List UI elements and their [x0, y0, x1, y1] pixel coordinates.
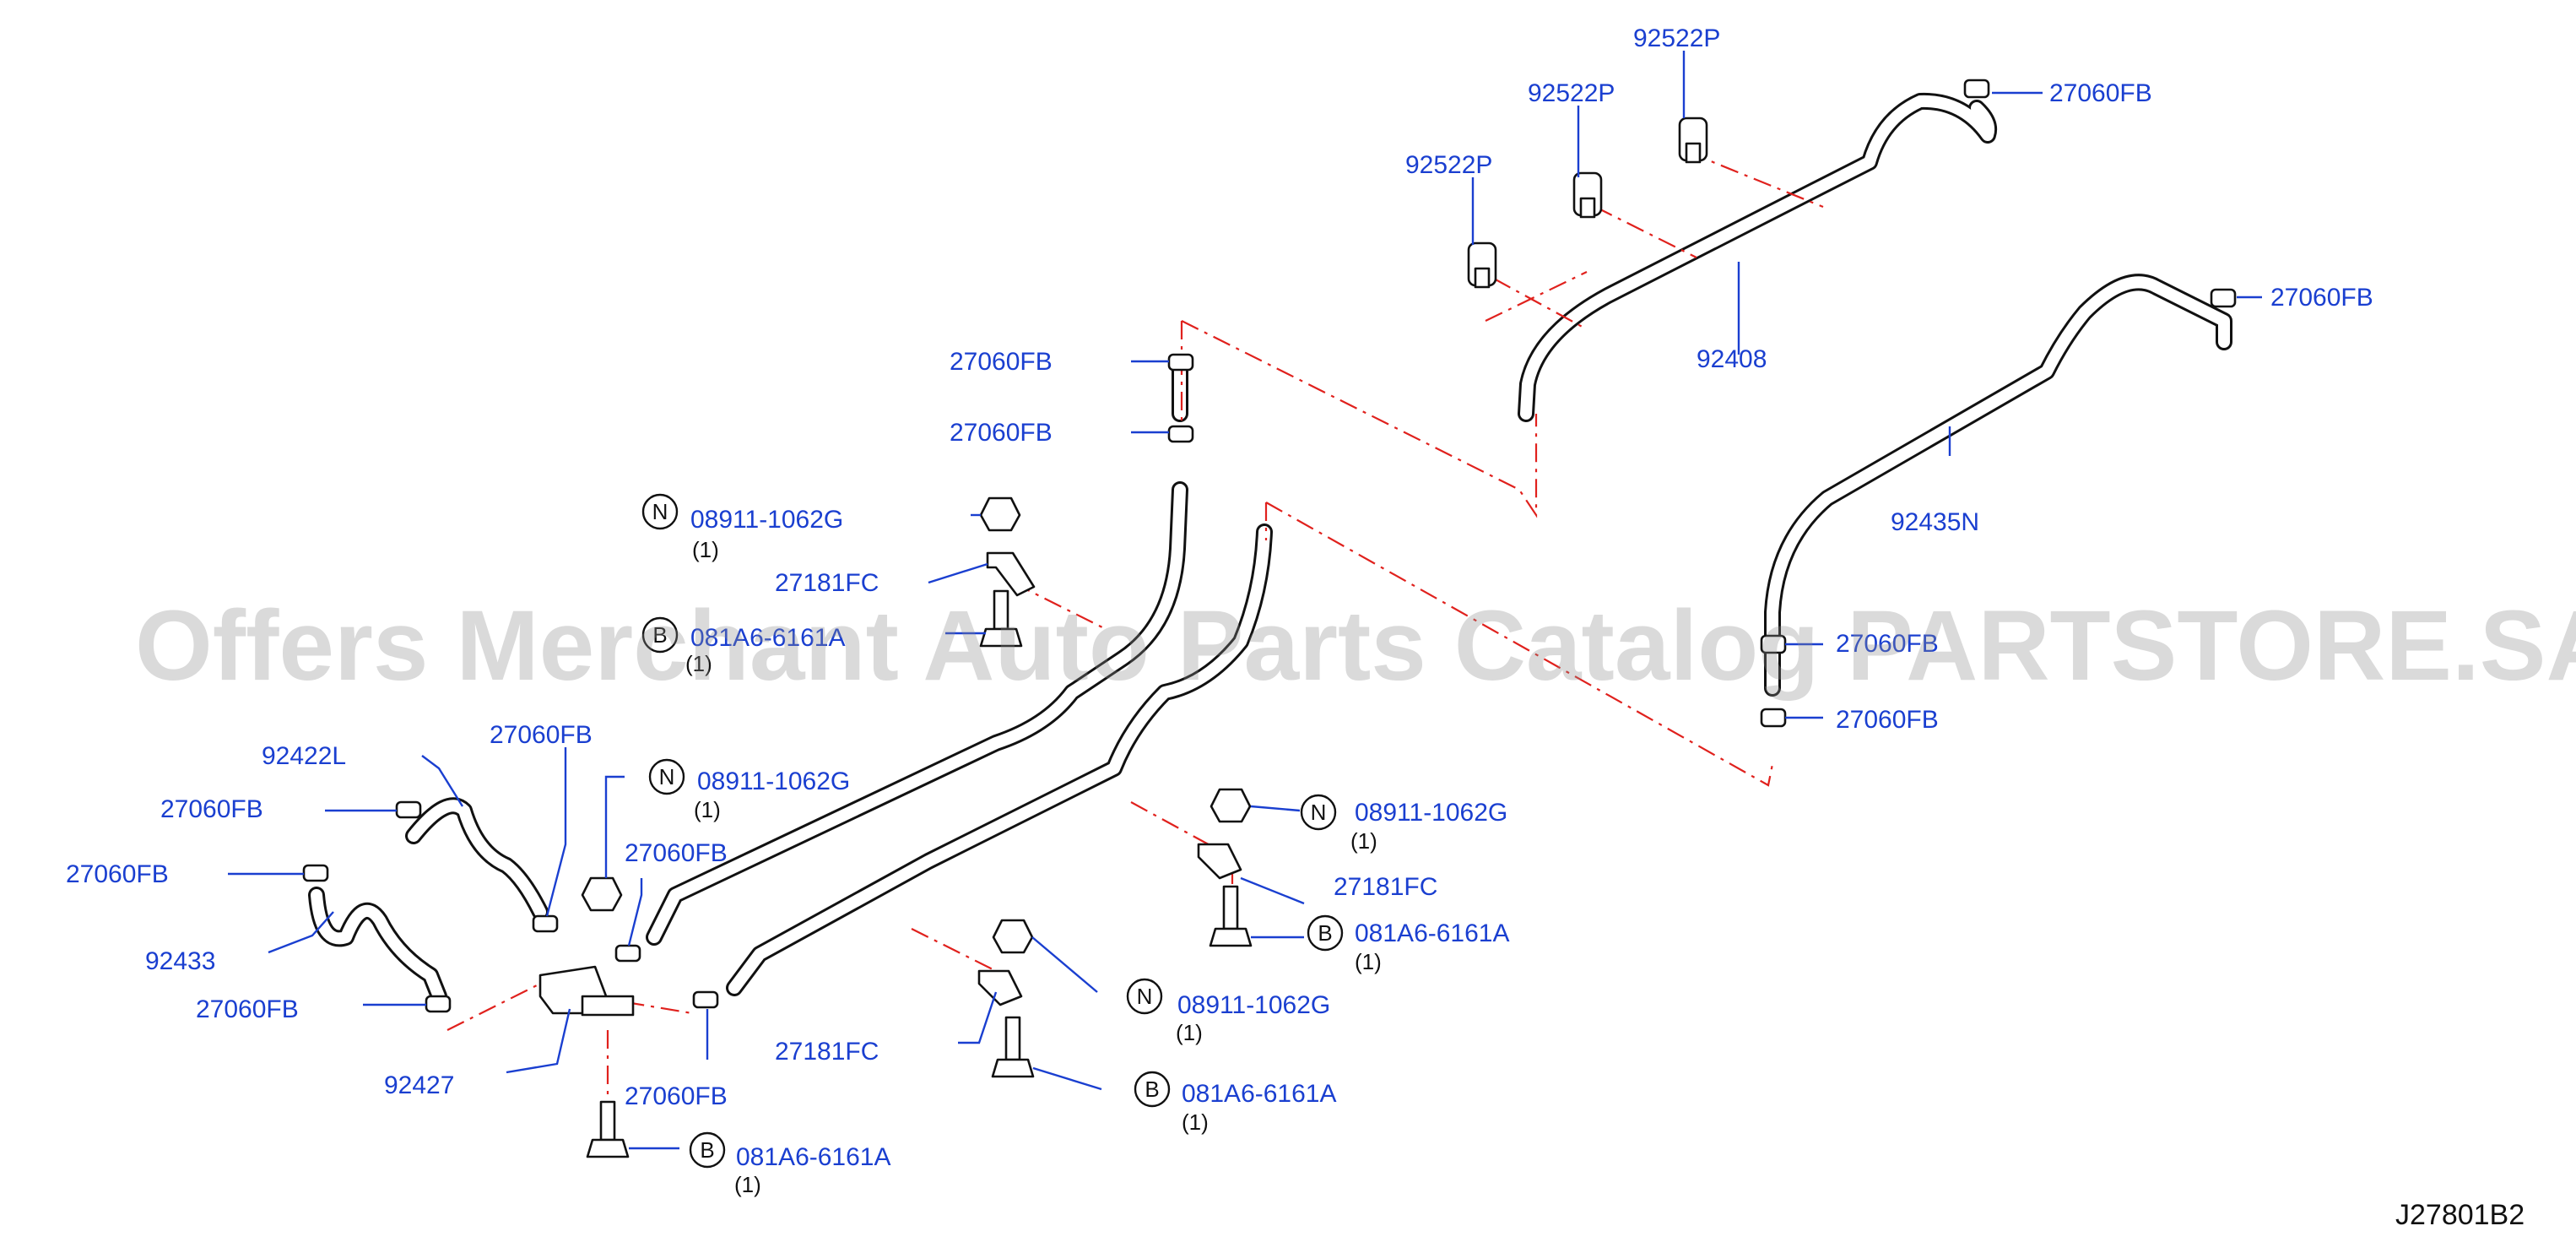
label-27060FB-l2[interactable]: 27060FB	[66, 860, 169, 888]
qty-081A6-top: (1)	[685, 651, 712, 676]
svg-text:N: N	[1311, 800, 1327, 825]
label-08911-mid[interactable]: 08911-1062G	[697, 768, 850, 795]
label-27060FB-tr1[interactable]: 27060FB	[2049, 79, 2152, 107]
nut-08911-low[interactable]	[992, 919, 1034, 954]
label-27060FB-r2[interactable]: 27060FB	[1836, 630, 1939, 658]
label-27060FB-c1[interactable]: 27060FB	[950, 348, 1053, 376]
clip-27181FC-right[interactable]	[1197, 843, 1242, 880]
parts	[302, 79, 2237, 1158]
callouts: 92522P 92522P 92522P 27060FB 92408 27060…	[66, 24, 2373, 1171]
hose-clamp-27060FB-l1[interactable]	[395, 800, 422, 819]
label-27060FB-r1[interactable]: 27060FB	[2270, 284, 2373, 312]
label-92522P-top[interactable]: 92522P	[1633, 24, 1720, 52]
clamp-92522P-left[interactable]	[1467, 241, 1497, 289]
label-92522P-mid[interactable]: 92522P	[1528, 79, 1615, 107]
badge-B-botleft: B	[689, 1131, 726, 1169]
svg-text:N: N	[652, 499, 668, 524]
label-27060FB-c2[interactable]: 27060FB	[950, 419, 1053, 447]
watermark-text: Offers Merchant Auto Parts Catalog PARTS…	[135, 590, 2576, 702]
hose-clamp-27060FB-l3[interactable]	[425, 995, 452, 1013]
bolt-081A6-right[interactable]	[1209, 885, 1253, 947]
label-27060FB-l1[interactable]: 27060FB	[160, 795, 263, 823]
label-081A6-botleft[interactable]: 081A6-6161A	[736, 1143, 891, 1171]
qty-08911-top: (1)	[692, 537, 719, 562]
hose-clamp-27060FB-tr1[interactable]	[1963, 79, 1990, 99]
label-08911-top[interactable]: 08911-1062G	[690, 506, 843, 534]
hose-clamp-27060FB-c1[interactable]	[1167, 353, 1194, 372]
nut-08911-right[interactable]	[1210, 788, 1252, 823]
badge-N-top: N	[641, 493, 679, 530]
hose-clamp-27060FB-l2[interactable]	[302, 864, 329, 882]
label-08911-right[interactable]: 08911-1062G	[1355, 799, 1507, 827]
clamp-92522P-top[interactable]	[1678, 117, 1708, 164]
connector-92427[interactable]	[538, 965, 635, 1017]
hoses	[308, 92, 2232, 1005]
nut-08911-top[interactable]	[979, 496, 1021, 532]
label-92427[interactable]: 92427	[384, 1071, 454, 1099]
qty-081A6-botleft: (1)	[734, 1172, 761, 1197]
hose-clamp-27060FB-mid2[interactable]	[614, 944, 641, 963]
badge-N-low: N	[1126, 978, 1163, 1015]
svg-text:N: N	[1137, 984, 1153, 1009]
badge-B-low: B	[1134, 1071, 1171, 1108]
hose-clamp-27060FB-bot[interactable]	[692, 990, 719, 1009]
badge-B-right: B	[1307, 914, 1344, 952]
clip-27181FC-top[interactable]	[986, 551, 1036, 597]
svg-text:B: B	[700, 1137, 714, 1163]
label-92408[interactable]: 92408	[1697, 345, 1767, 373]
hose-clamp-27060FB-r3[interactable]	[1760, 708, 1787, 728]
label-27060FB-r3[interactable]: 27060FB	[1836, 706, 1939, 734]
badge-N-mid: N	[648, 758, 685, 795]
qty-08911-right: (1)	[1350, 828, 1377, 854]
bolt-081A6-low[interactable]	[991, 1016, 1035, 1078]
label-27181FC-low[interactable]: 27181FC	[775, 1038, 879, 1066]
quantities: (1) (1) (1) (1) (1) (1) (1) (1)	[685, 537, 1382, 1197]
label-27181FC-top[interactable]: 27181FC	[775, 569, 879, 597]
label-08911-low[interactable]: 08911-1062G	[1177, 991, 1330, 1019]
label-27060FB-bot[interactable]: 27060FB	[625, 1082, 728, 1110]
label-27060FB-mid2[interactable]: 27060FB	[625, 839, 728, 867]
qty-081A6-low: (1)	[1182, 1109, 1209, 1135]
qty-08911-mid: (1)	[694, 797, 721, 822]
clip-27181FC-low[interactable]	[977, 969, 1023, 1006]
hose-clamp-27060FB-r1[interactable]	[2210, 288, 2237, 308]
svg-text:N: N	[659, 764, 675, 789]
label-081A6-low[interactable]: 081A6-6161A	[1182, 1080, 1337, 1108]
badge-B-top: B	[641, 616, 679, 654]
label-27060FB-mid1[interactable]: 27060FB	[490, 721, 593, 749]
label-081A6-right[interactable]: 081A6-6161A	[1355, 919, 1510, 947]
nut-08911-mid[interactable]	[581, 876, 623, 912]
clamp-92522P-mid[interactable]	[1572, 171, 1603, 219]
badges: N B N B N B N B	[641, 493, 1344, 1169]
hose-clamp-27060FB-c2[interactable]	[1167, 425, 1194, 443]
svg-text:B: B	[1145, 1077, 1159, 1102]
label-92522P-left[interactable]: 92522P	[1405, 151, 1492, 179]
label-081A6-top[interactable]: 081A6-6161A	[690, 624, 846, 652]
svg-text:B: B	[652, 622, 667, 648]
qty-081A6-right: (1)	[1355, 949, 1382, 974]
svg-text:B: B	[1318, 920, 1332, 946]
hose-clamp-27060FB-mid1[interactable]	[532, 914, 559, 933]
qty-08911-low: (1)	[1176, 1020, 1203, 1045]
label-92422L[interactable]: 92422L	[262, 742, 346, 770]
label-27060FB-l3[interactable]: 27060FB	[196, 995, 299, 1023]
diagram-code: J27801B2	[2395, 1199, 2525, 1231]
label-27181FC-right[interactable]: 27181FC	[1334, 873, 1437, 901]
label-92435N[interactable]: 92435N	[1891, 508, 1979, 536]
badge-N-right: N	[1300, 794, 1337, 831]
bolt-081A6-botleft[interactable]	[586, 1100, 630, 1158]
bolt-081A6-top[interactable]	[979, 589, 1023, 648]
label-92433[interactable]: 92433	[145, 947, 215, 975]
leader-lines	[228, 51, 2262, 1150]
